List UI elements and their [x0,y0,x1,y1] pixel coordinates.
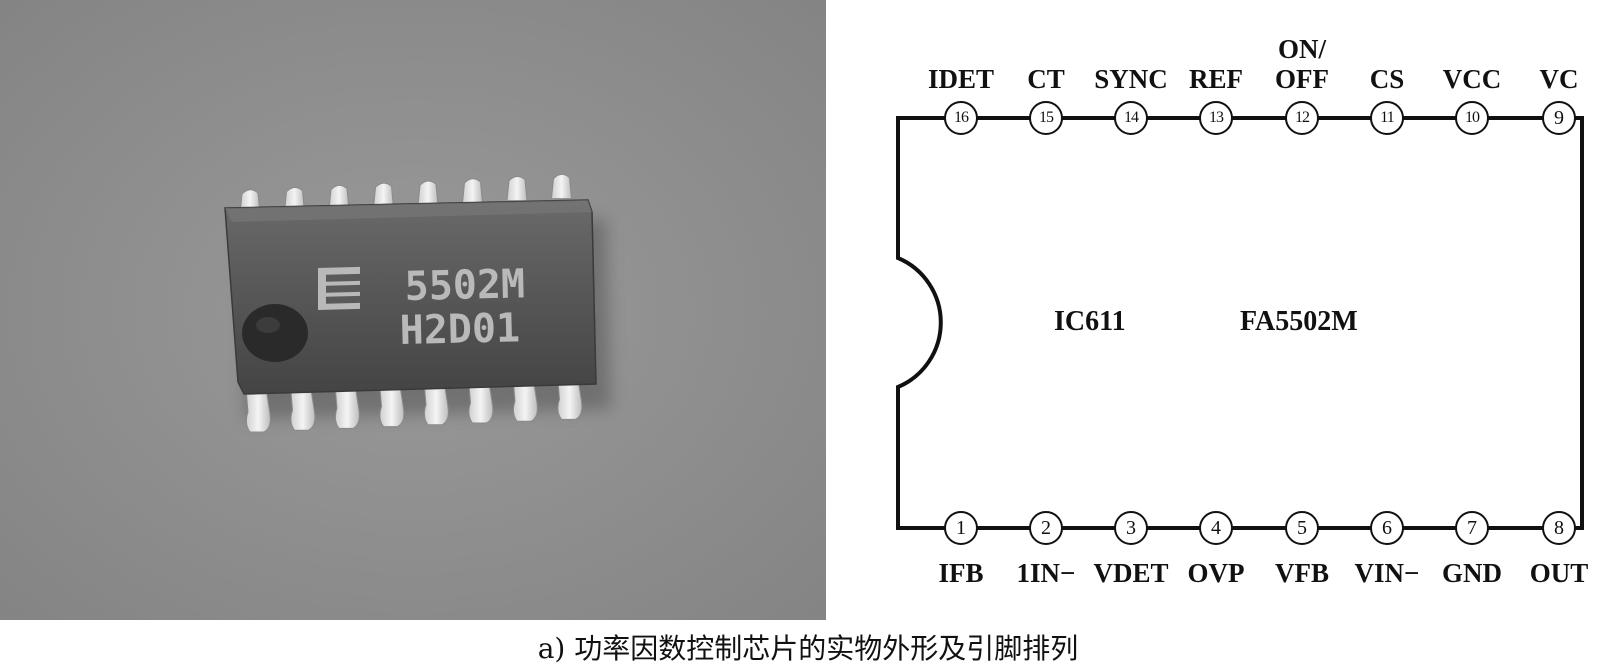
pin-label-ifb: IFB [938,558,984,588]
pin-number-13: 13 [1199,101,1233,135]
ic-part-number: FA5502M [1240,306,1358,337]
chip-lead-top [550,173,573,200]
pin-number-8: 8 [1542,511,1576,545]
chip-photo: 5502M H2D01 [0,0,826,620]
ic-designator: IC611 [1054,306,1126,337]
pin-label-sync: SYNC [1094,64,1168,94]
pin-number-5: 5 [1285,511,1319,545]
chip-lead-top [372,182,395,208]
pin-label-vdet: VDET [1093,558,1169,588]
chip-lead-bottom [245,387,271,433]
chip-lead-bottom [467,378,494,424]
pin-label-out: OUT [1529,558,1589,588]
pin-label-vfb: VFB [1275,558,1329,588]
pin1-dimple [242,304,308,362]
pin-label-vc: VC [1539,64,1579,94]
pin-number-10: 10 [1455,101,1489,135]
chip-lead-bottom [512,376,538,422]
pin-number-16: 16 [944,101,978,135]
pin-number-4: 4 [1199,511,1233,545]
chip-photo-drawing: 5502M H2D01 [0,0,826,620]
chip-lead-bottom [289,385,316,431]
chip-marking-line2: H2D01 [399,305,520,354]
chip-lead-top [506,176,528,202]
chip-lead-bottom [423,380,449,426]
pin-label-ct: CT [1027,64,1065,94]
chip-lead-bottom [334,383,360,429]
pin-label-cs: CS [1369,64,1405,94]
pin-label-gnd: GND [1442,558,1502,588]
pin-number-3: 3 [1114,511,1148,545]
pin-label-idet: IDET [927,64,995,94]
pin-label-ref: REF [1189,64,1243,94]
pin-label-on-off: ON/ OFF [1275,34,1329,94]
pin-label-1in: 1IN− [1016,558,1076,588]
chip-bottom-leads [245,374,583,433]
pin-number-15: 15 [1029,101,1063,135]
pin-number-7: 7 [1455,511,1489,545]
chip-marking-line1: 5502M [404,261,525,310]
chip-lead-top [461,178,484,204]
manufacturer-logo [318,266,360,310]
ic-notch [896,116,943,530]
pin-number-6: 6 [1370,511,1404,545]
pinout-diagram: IC611 FA5502M IDET CT SYNC REF ON/ OFF C… [826,0,1616,620]
pin-label-ovp: OVP [1187,558,1245,588]
pin-label-vin: VIN− [1354,558,1420,588]
pin-number-11: 11 [1370,101,1404,135]
chip-lead-top [417,180,439,206]
pin-label-vcc: VCC [1442,64,1502,94]
pin-number-9: 9 [1542,101,1576,135]
chip-lead-bottom [378,382,405,428]
pin-number-1: 1 [944,511,978,545]
chip-lead-bottom [556,374,583,420]
chip-lead-top [328,184,350,211]
pin-number-14: 14 [1114,101,1148,135]
pin-number-12: 12 [1285,101,1319,135]
figure-caption: a) 功率因数控制芯片的实物外形及引脚排列 [537,632,1079,665]
pin-number-2: 2 [1029,511,1063,545]
